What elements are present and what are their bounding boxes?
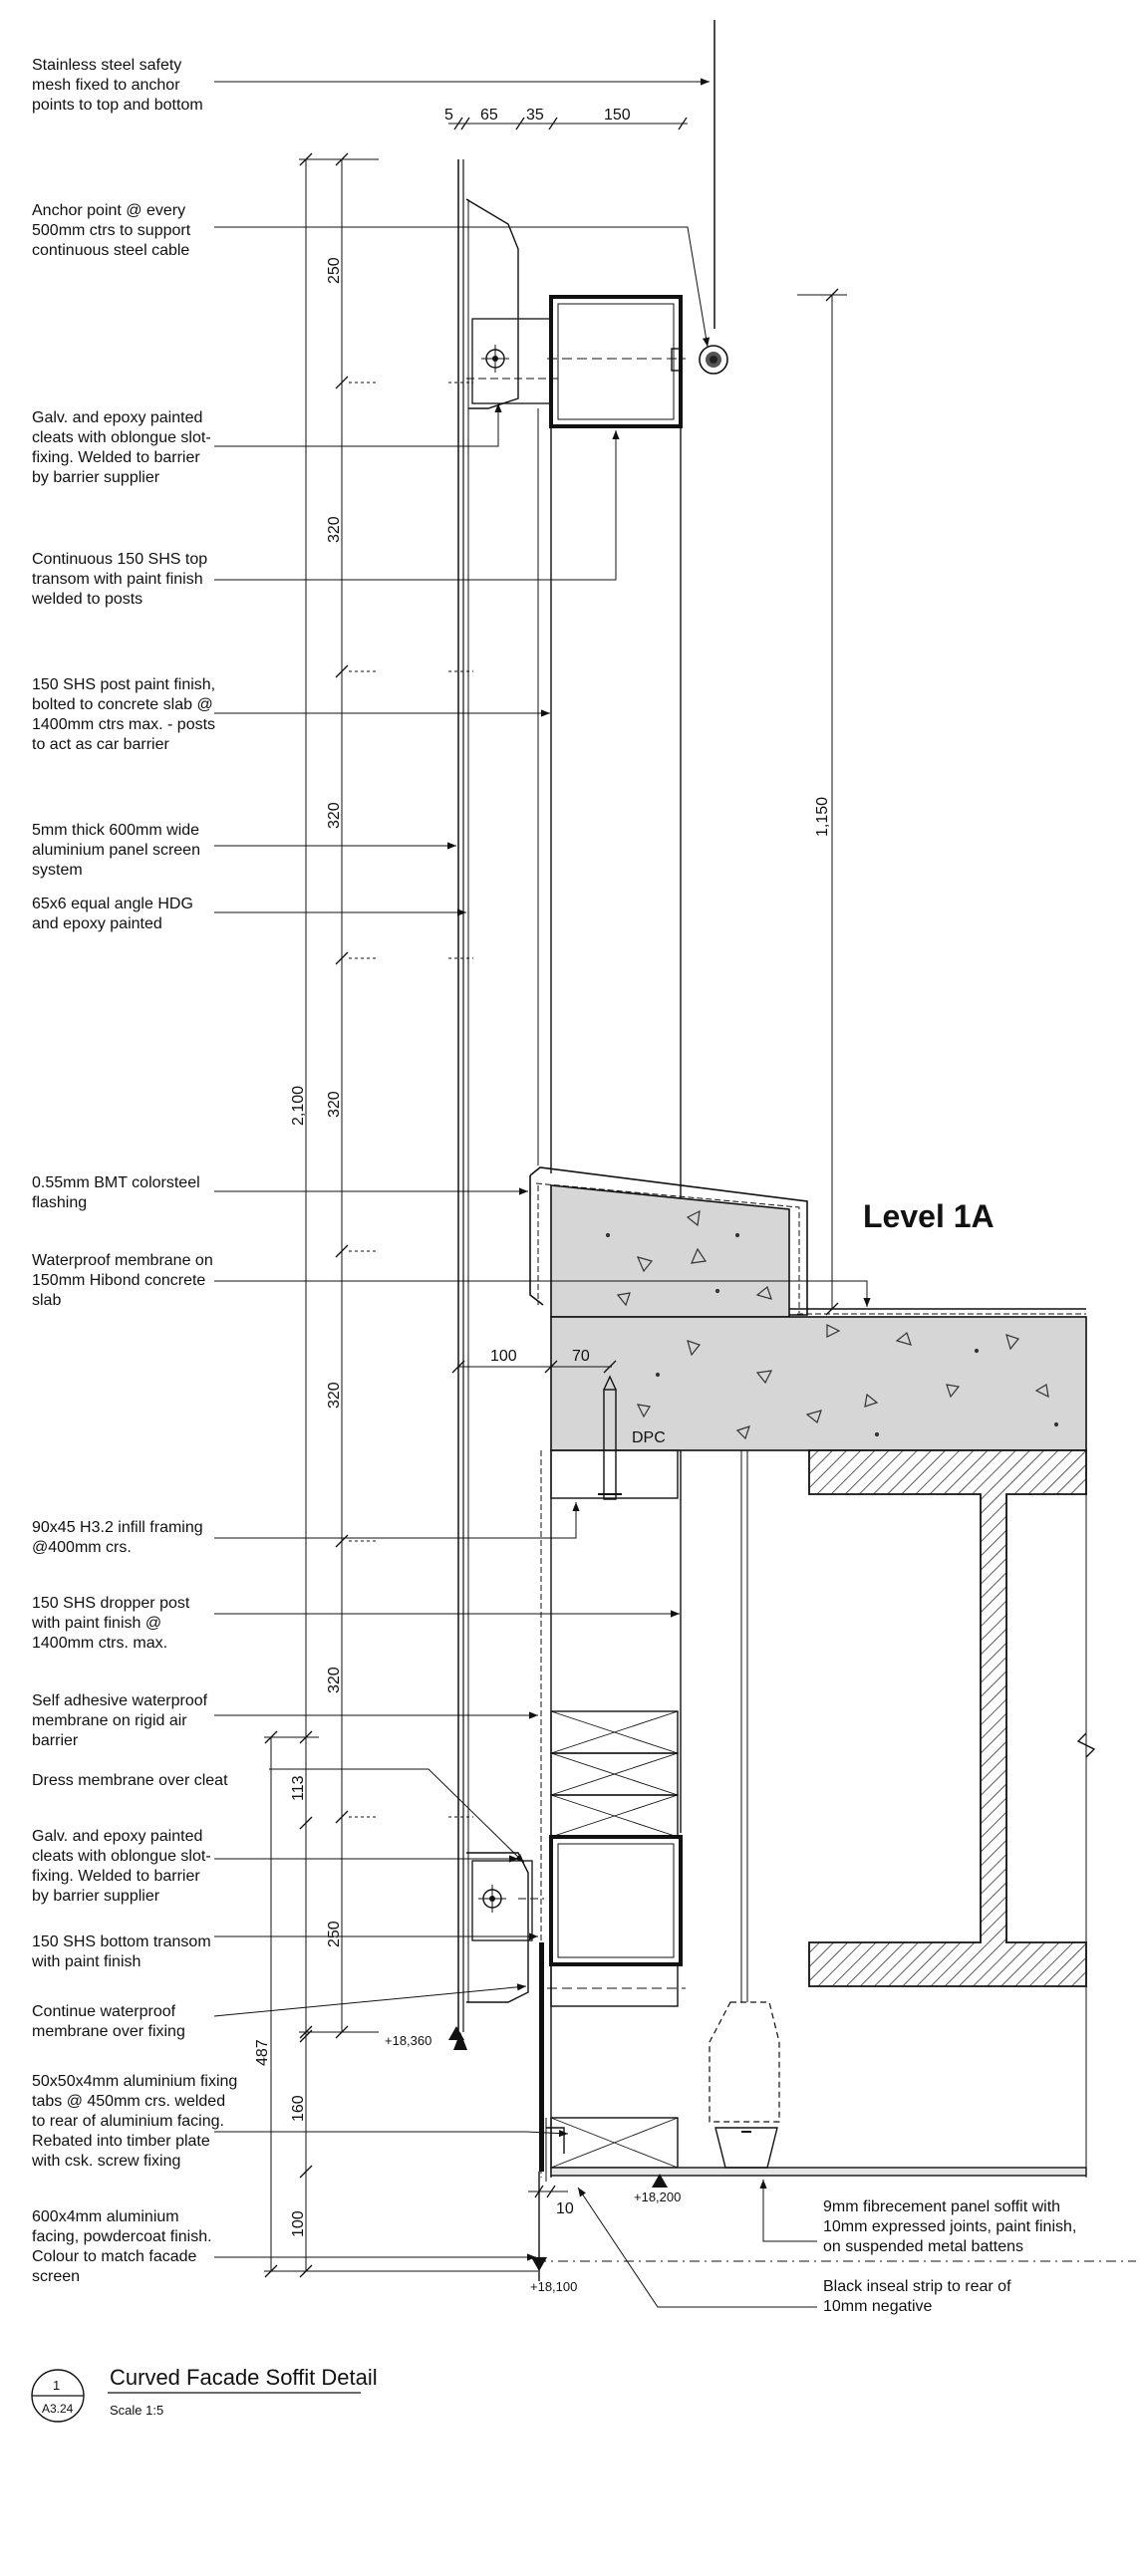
dpc-bolt bbox=[603, 1389, 617, 1500]
dim-slab-70: 70 bbox=[572, 1348, 590, 1365]
leader-lines bbox=[213, 78, 871, 2308]
dim-top-65: 65 bbox=[480, 107, 498, 124]
note-continue-membrane: Continue waterproof membrane over fixing bbox=[32, 2003, 185, 2040]
note-soffit-panel: 9mm fibrecement panel soffit with 10mm e… bbox=[823, 2198, 1081, 2255]
note-safety-mesh: Stainless steel safety mesh fixed to anc… bbox=[32, 57, 203, 114]
panel-base-marker bbox=[453, 2032, 467, 2050]
aluminium-facing bbox=[539, 1942, 544, 2172]
note-post: 150 SHS post paint finish, bolted to con… bbox=[32, 676, 220, 753]
bottom-cleat bbox=[471, 1860, 533, 1941]
drawing-scale: Scale 1:5 bbox=[110, 2403, 163, 2418]
note-self-adhesive: Self adhesive waterproof membrane on rig… bbox=[32, 1692, 212, 1749]
soffit-panel bbox=[550, 2167, 1087, 2177]
dim-overall-2100: 2,100 bbox=[290, 1086, 307, 1126]
dimensions: 5 65 35 150 bbox=[254, 107, 847, 2278]
note-panel-screen: 5mm thick 600mm wide aluminium panel scr… bbox=[32, 822, 204, 879]
dim-bottom-10: 10 bbox=[556, 2200, 574, 2217]
suspended-batten bbox=[709, 2001, 780, 2123]
level-label: Level 1A bbox=[863, 1198, 995, 1234]
concrete-upstand bbox=[550, 1184, 790, 1318]
note-bottom-transom: 150 SHS bottom transom with paint finish bbox=[31, 1933, 215, 1970]
dim-lower-160: 160 bbox=[290, 2095, 307, 2122]
note-top-cleats: Galv. and epoxy painted cleats with oblo… bbox=[32, 409, 215, 486]
dim-vert-320-5: 320 bbox=[326, 1667, 343, 1693]
note-facing: 600x4mm aluminium facing, powdercoat fin… bbox=[32, 2208, 216, 2285]
dim-vert-320-2: 320 bbox=[326, 802, 343, 829]
dpc-label: DPC bbox=[632, 1429, 666, 1446]
dim-lower-487: 487 bbox=[254, 2039, 271, 2066]
note-anchor-point: Anchor point @ every 500mm ctrs to suppo… bbox=[32, 202, 195, 259]
level-18100: +18,100 bbox=[530, 2279, 577, 2294]
level-18360: +18,360 bbox=[385, 2033, 431, 2048]
timber-infill bbox=[550, 1449, 679, 2169]
top-cleat-outline bbox=[465, 198, 519, 409]
detail-number: 1 bbox=[53, 2378, 60, 2393]
concrete-slab bbox=[550, 1316, 1087, 1451]
bottom-transom bbox=[549, 1835, 683, 1966]
dim-vert-250-top: 250 bbox=[326, 257, 343, 284]
flashing-outline bbox=[529, 1166, 808, 1316]
top-cleat bbox=[471, 318, 553, 404]
bottom-cleat-outline bbox=[466, 1852, 529, 2003]
note-equal-angle: 65x6 equal angle HDG and epoxy painted bbox=[32, 896, 197, 932]
dim-vert-320-1: 320 bbox=[326, 516, 343, 543]
note-bottom-cleats: Galv. and epoxy painted cleats with oblo… bbox=[32, 1828, 215, 1905]
dim-slab-100: 100 bbox=[490, 1348, 517, 1365]
level-markers: +18,360 +18,200 +18,100 bbox=[385, 2026, 681, 2294]
dim-barrier-1150: 1,150 bbox=[814, 797, 831, 837]
dim-lower-113: 113 bbox=[290, 1775, 307, 1801]
note-top-transom: Continuous 150 SHS top transom with pain… bbox=[31, 551, 212, 608]
steel-beam bbox=[808, 1449, 1087, 1987]
level-18200: +18,200 bbox=[634, 2190, 681, 2204]
note-dress-membrane: Dress membrane over cleat bbox=[32, 1772, 228, 1789]
sheet-ref: A3.24 bbox=[42, 2402, 74, 2416]
top-transom bbox=[549, 295, 683, 428]
dim-vert-320-3: 320 bbox=[326, 1091, 343, 1118]
dim-top-35: 35 bbox=[526, 107, 544, 124]
note-inseal-strip: Black inseal strip to rear of 10mm negat… bbox=[823, 2278, 1015, 2315]
dim-top-5: 5 bbox=[444, 107, 453, 124]
concrete-aggregate bbox=[605, 1209, 1059, 1440]
note-fixing-tabs: 50x50x4mm aluminium fixing tabs @ 450mm … bbox=[31, 2073, 242, 2170]
dim-lower-100: 100 bbox=[290, 2210, 307, 2237]
structure bbox=[453, 20, 1136, 2281]
note-membrane-slab: Waterproof membrane on 150mm Hibond conc… bbox=[32, 1252, 217, 1309]
note-flashing: 0.55mm BMT colorsteel flashing bbox=[32, 1174, 204, 1211]
title-block: 1 A3.24 Curved Facade Soffit Detail Scal… bbox=[31, 2365, 378, 2423]
dim-top-150: 150 bbox=[604, 107, 631, 124]
note-infill-framing: 90x45 H3.2 infill framing @400mm crs. bbox=[32, 1519, 207, 1556]
annotations: Stainless steel safety mesh fixed to anc… bbox=[31, 57, 1081, 2315]
note-dropper-post: 150 SHS dropper post with paint finish @… bbox=[31, 1595, 194, 1652]
dim-vert-250-bottom: 250 bbox=[326, 1921, 343, 1947]
anchor-point-icon bbox=[699, 345, 728, 375]
dim-vert-320-4: 320 bbox=[326, 1382, 343, 1409]
drawing-title: Curved Facade Soffit Detail bbox=[110, 2365, 378, 2390]
